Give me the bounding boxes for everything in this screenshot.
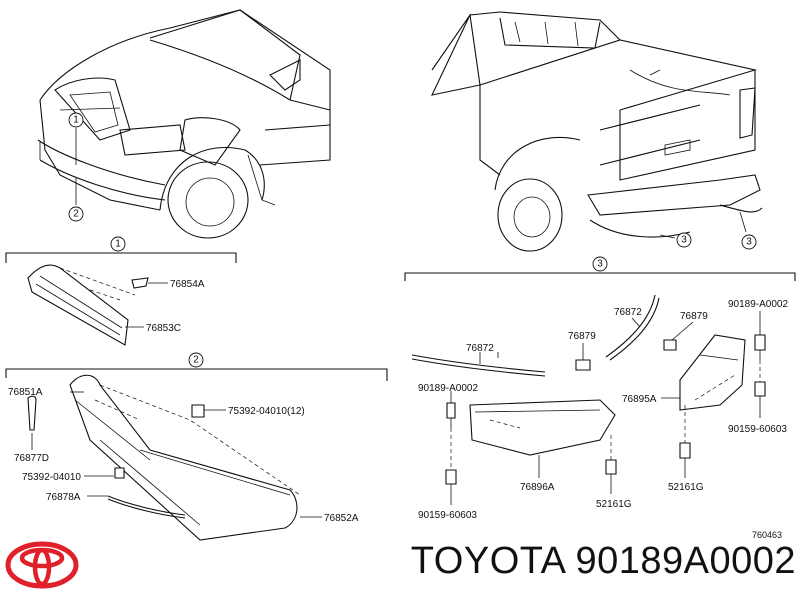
- grille-molding-part: [27, 264, 168, 346]
- callout-number: 3: [597, 259, 603, 270]
- rear-bumper-parts: [411, 294, 766, 505]
- callout-3-rear-left: 3: [676, 232, 692, 248]
- rear-truck-illustration: [431, 11, 763, 252]
- label-75392-04010: 75392-04010: [22, 472, 81, 483]
- label-75392-04010-12: 75392-04010(12): [228, 406, 305, 417]
- document-code: 760463: [752, 530, 782, 540]
- callout-1-front: 1: [68, 112, 84, 128]
- label-90159-60603-right: 90159-60603: [728, 424, 787, 435]
- nut-icon: [679, 442, 691, 478]
- label-90189-A0002-left: 90189-A0002: [418, 383, 478, 394]
- callout-number: 3: [681, 235, 687, 246]
- label-76879-right: 76879: [680, 311, 708, 322]
- toyota-logo-icon: [5, 541, 79, 589]
- label-52161G-left: 52161G: [596, 499, 632, 510]
- bolt-icon: [445, 469, 457, 505]
- bolt-icon: [446, 402, 456, 428]
- label-76879-left: 76879: [568, 331, 596, 342]
- callout-number: 2: [73, 209, 79, 220]
- label-76853C: 76853C: [146, 323, 181, 334]
- callout-2-front: 2: [68, 206, 84, 222]
- callout-number: 3: [746, 237, 752, 248]
- label-76872-right: 76872: [614, 307, 642, 318]
- label-90159-60603-left: 90159-60603: [418, 510, 477, 521]
- bolt-icon: [754, 381, 766, 418]
- label-76854A: 76854A: [170, 279, 205, 290]
- label-76877D: 76877D: [14, 453, 49, 464]
- front-truck-illustration: [37, 9, 331, 239]
- group-1-bracket: 1: [5, 236, 237, 263]
- label-52161G-right: 52161G: [668, 482, 704, 493]
- label-76852A: 76852A: [324, 513, 359, 524]
- callout-number: 1: [73, 115, 79, 126]
- group-2-bracket: 2: [5, 352, 388, 381]
- label-76895A: 76895A: [622, 394, 657, 405]
- group-3-bracket: 3: [404, 256, 796, 281]
- callout-number: 1: [115, 239, 121, 250]
- label-76896A: 76896A: [520, 482, 555, 493]
- nut-icon: [605, 459, 617, 494]
- footer-title: TOYOTA 90189A0002: [410, 540, 796, 582]
- label-90189-A0002-right: 90189-A0002: [728, 299, 788, 310]
- callout-3-rear-right: 3: [741, 234, 757, 250]
- callout-number: 2: [193, 355, 199, 366]
- label-76878A: 76878A: [46, 492, 81, 503]
- front-bumper-parts: [27, 374, 322, 541]
- bolt-icon: [754, 334, 766, 360]
- label-76872-left: 76872: [466, 343, 494, 354]
- label-76851A: 76851A: [8, 387, 43, 398]
